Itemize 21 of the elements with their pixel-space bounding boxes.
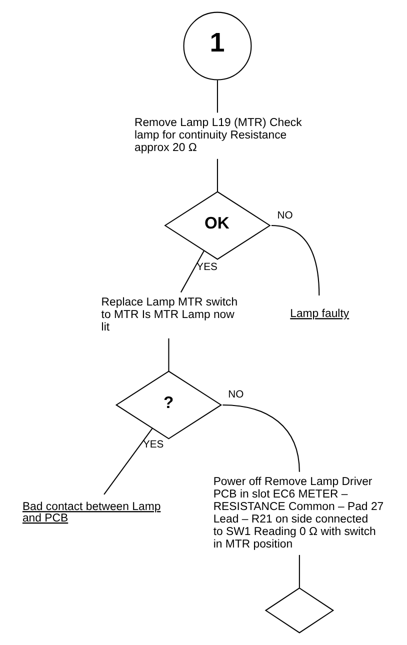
node-text: Remove Lamp L19 (MTR) Check lamp for continuity Resistance approx 20 Ω <box>134 117 302 154</box>
node-diamond: OK <box>164 191 270 260</box>
node-text: Replace Lamp MTR switch to MTR Is MTR Lamp now lit <box>100 296 238 334</box>
edge-label: NO <box>228 390 244 401</box>
edge-label: YES <box>142 440 164 451</box>
node-circle: 1 <box>182 12 252 80</box>
node-diamond: ? <box>114 370 222 440</box>
node-diamond <box>264 587 334 634</box>
edge-label: NO <box>276 210 292 222</box>
edge-label: YES <box>196 262 217 273</box>
connector <box>180 250 204 293</box>
connector <box>298 554 300 588</box>
node-text: Power off Remove Lamp Driver PCB in slot EC6 METER – RESISTANCE Common – Pad 27 Lead – R21 on side connected to SW1 Reading 0 Ω with switch in MTR position <box>212 476 384 550</box>
node-text: Bad contact between Lamp and PCB <box>22 501 160 524</box>
node-text: Lamp faulty <box>290 308 349 320</box>
connector <box>168 338 169 372</box>
connector <box>216 80 218 113</box>
connector <box>103 428 152 495</box>
connector <box>270 224 320 296</box>
connector <box>216 158 218 192</box>
connector <box>222 404 300 472</box>
